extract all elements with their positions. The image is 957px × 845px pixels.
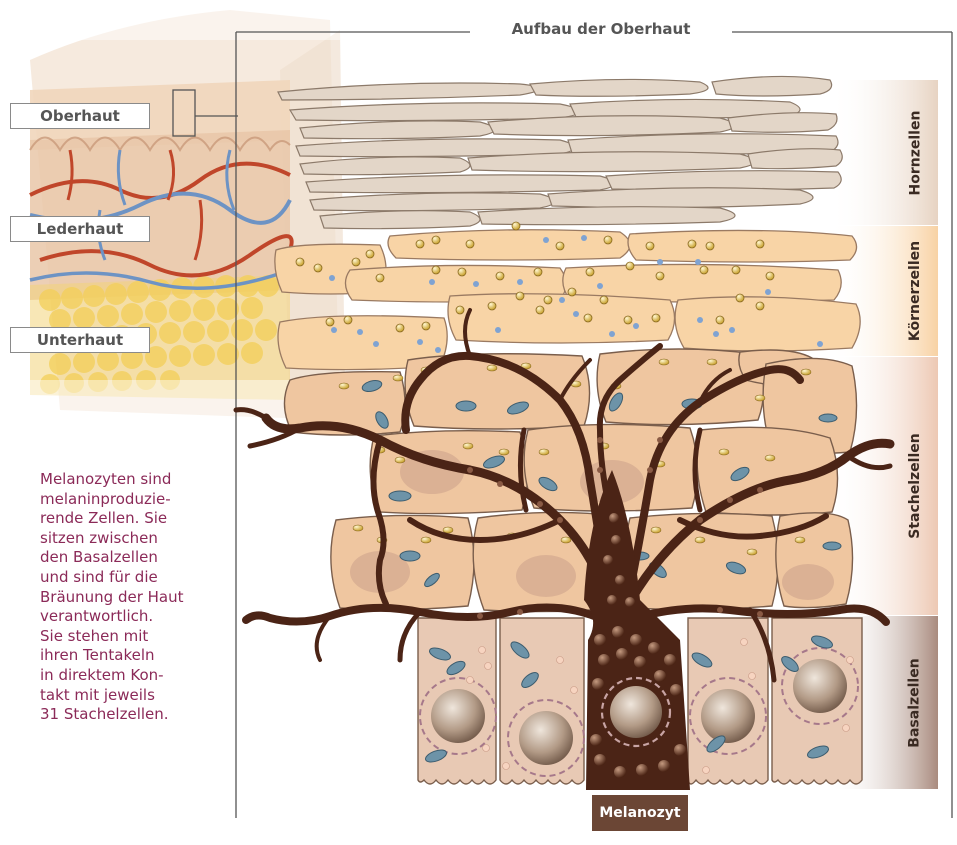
band-label-stachelzellen: Stachelzellen <box>907 433 923 539</box>
horn-cells <box>278 76 842 228</box>
melanocyte-label: Melanozyt <box>592 795 688 831</box>
band-label-basalzellen: Basalzellen <box>907 658 923 747</box>
diagram-title: Aufbau der Oberhaut <box>470 20 732 38</box>
melanocyte-description: Melanozyten sind melaninproduzie- rende … <box>40 470 235 725</box>
band-hornzellen: Hornzellen <box>892 80 938 225</box>
label-lederhaut: Lederhaut <box>10 216 150 242</box>
band-label-hornzellen: Hornzellen <box>907 110 923 195</box>
label-unterhaut: Unterhaut <box>10 327 150 353</box>
band-koernerzellen: Körnerzellen <box>892 226 938 356</box>
band-basalzellen: Basalzellen <box>892 616 938 789</box>
band-stachelzellen: Stachelzellen <box>892 357 938 615</box>
label-oberhaut: Oberhaut <box>10 103 150 129</box>
band-label-koernerzellen: Körnerzellen <box>907 241 923 341</box>
granular-cells <box>275 230 860 370</box>
